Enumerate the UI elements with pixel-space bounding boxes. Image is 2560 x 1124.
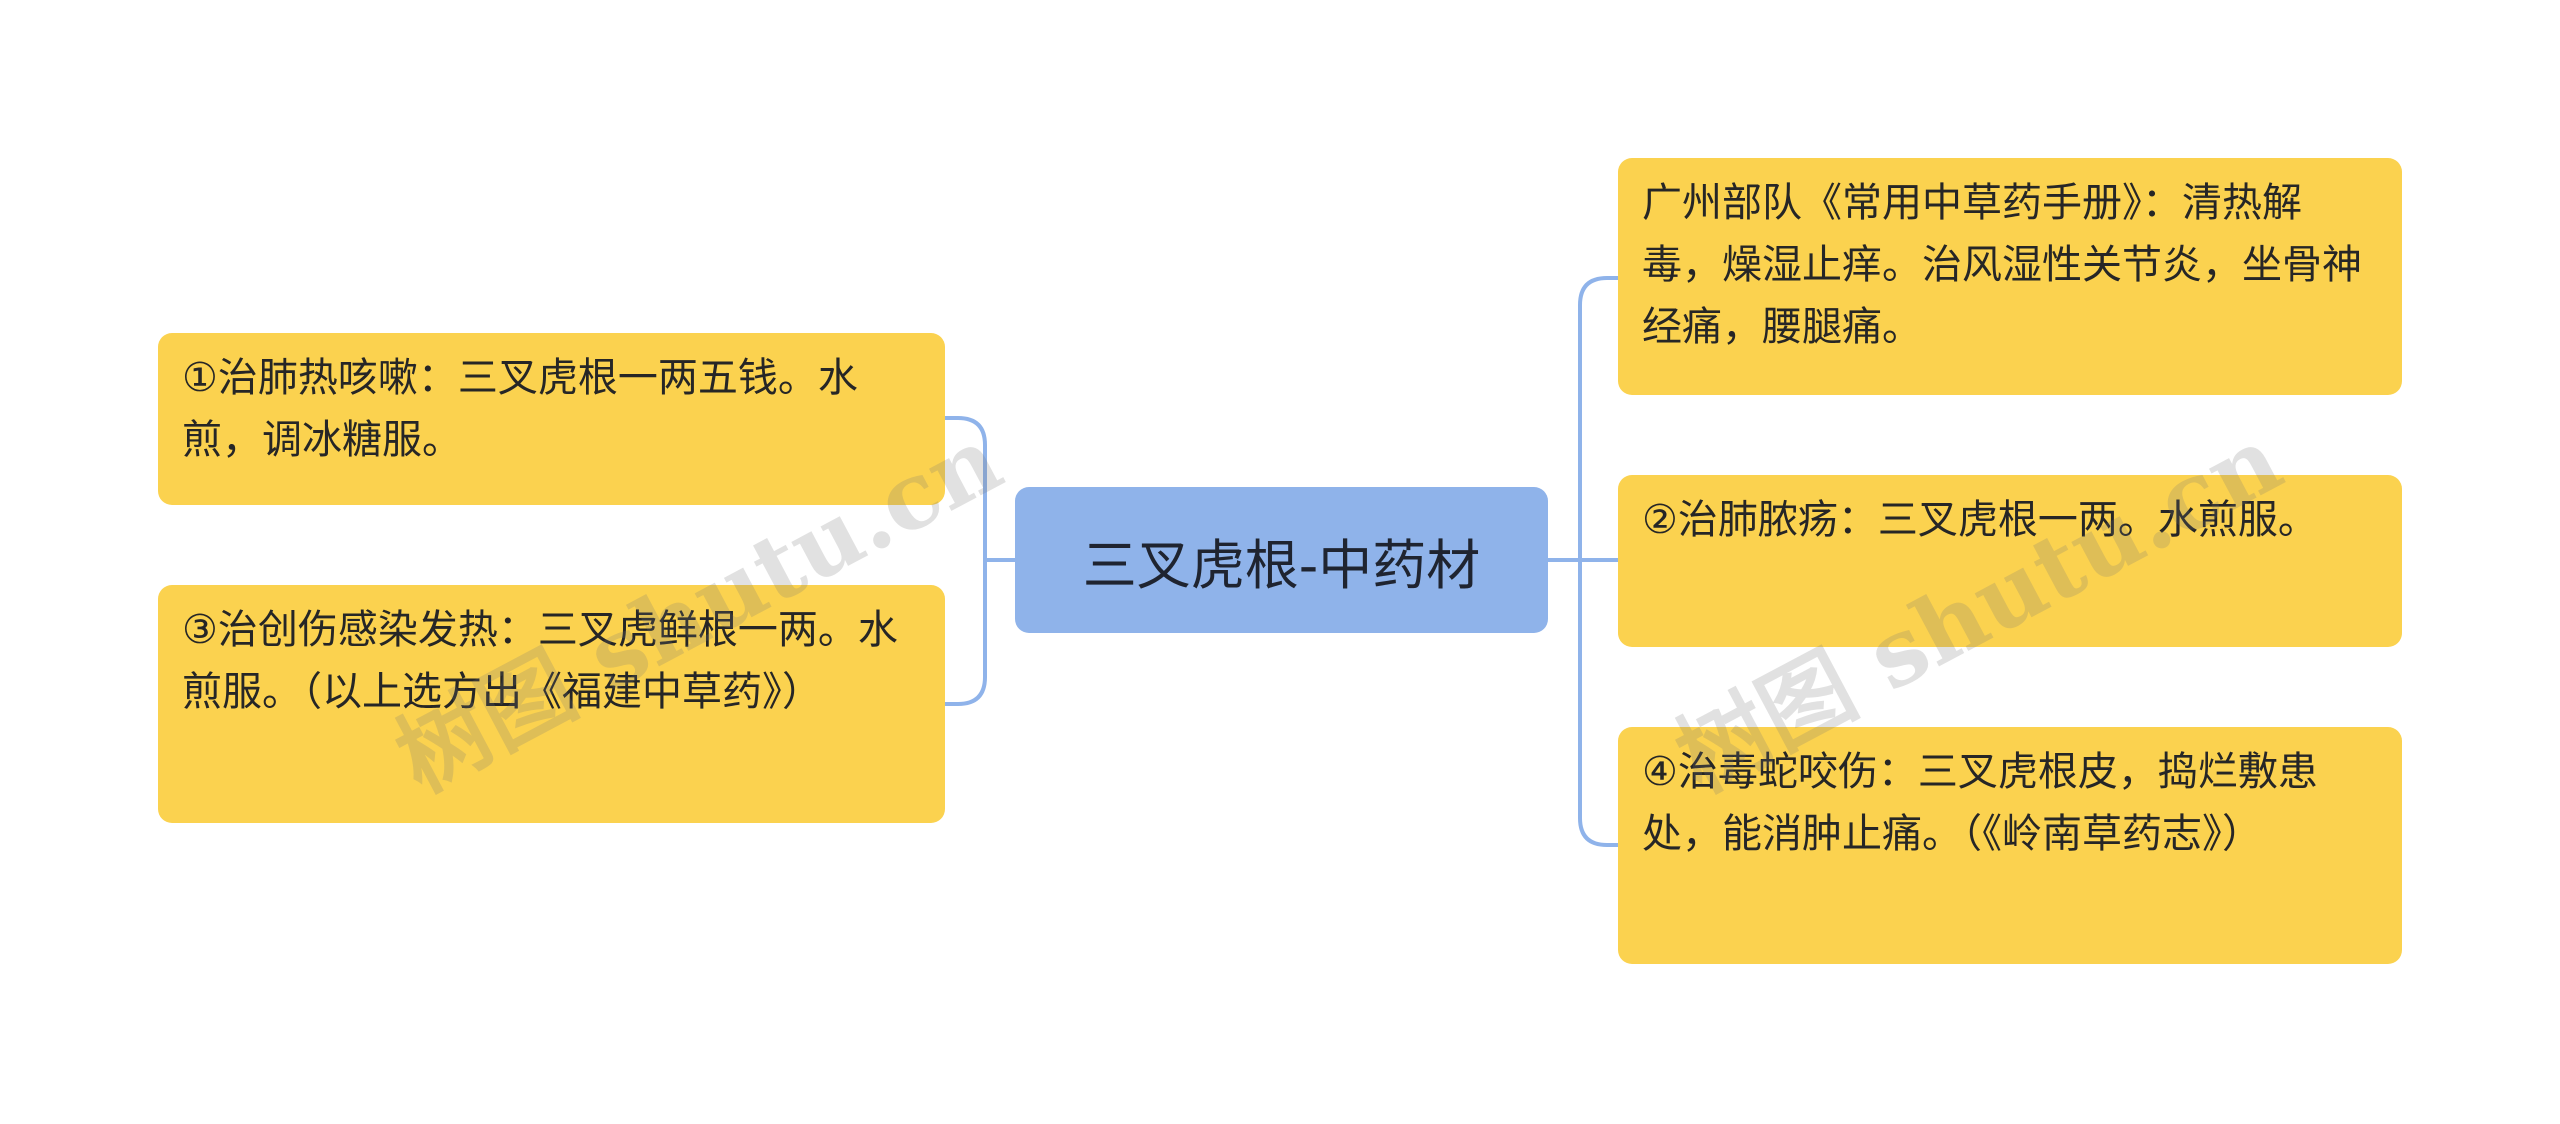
topic-left-2-text: ③治创伤感染发热：三叉虎鲜根一两。水煎服。（以上选方出《福建中草药》）: [182, 607, 898, 715]
topic-right-2[interactable]: ②治肺脓疡：三叉虎根一两。水煎服。: [1618, 475, 2402, 647]
topic-right-3[interactable]: ④治毒蛇咬伤：三叉虎根皮，捣烂敷患处，能消肿止痛。（《岭南草药志》）: [1618, 727, 2402, 964]
connector-right-1: [1578, 276, 1620, 562]
central-topic-label: 三叉虎根-中药材: [1082, 533, 1481, 597]
connector-right-3: [1578, 558, 1620, 847]
topic-right-3-text: ④治毒蛇咬伤：三叉虎根皮，捣烂敷患处，能消肿止痛。（《岭南草药志》）: [1642, 749, 2318, 857]
topic-left-1[interactable]: ①治肺热咳嗽：三叉虎根一两五钱。水煎，调冰糖服。: [158, 333, 945, 505]
topic-left-2[interactable]: ③治创伤感染发热：三叉虎鲜根一两。水煎服。（以上选方出《福建中草药》）: [158, 585, 945, 823]
topic-right-2-text: ②治肺脓疡：三叉虎根一两。水煎服。: [1642, 497, 2318, 543]
topic-right-1-text: 广州部队《常用中草药手册》：清热解毒，燥湿止痒。治风湿性关节炎，坐骨神经痛，腰腿…: [1642, 180, 2362, 350]
topic-left-1-text: ①治肺热咳嗽：三叉虎根一两五钱。水煎，调冰糖服。: [182, 355, 858, 463]
topic-right-1[interactable]: 广州部队《常用中草药手册》：清热解毒，燥湿止痒。治风湿性关节炎，坐骨神经痛，腰腿…: [1618, 158, 2402, 395]
connector-left-2: [943, 558, 987, 706]
connector-left-1: [943, 416, 987, 562]
central-topic[interactable]: 三叉虎根-中药材: [1015, 487, 1548, 633]
